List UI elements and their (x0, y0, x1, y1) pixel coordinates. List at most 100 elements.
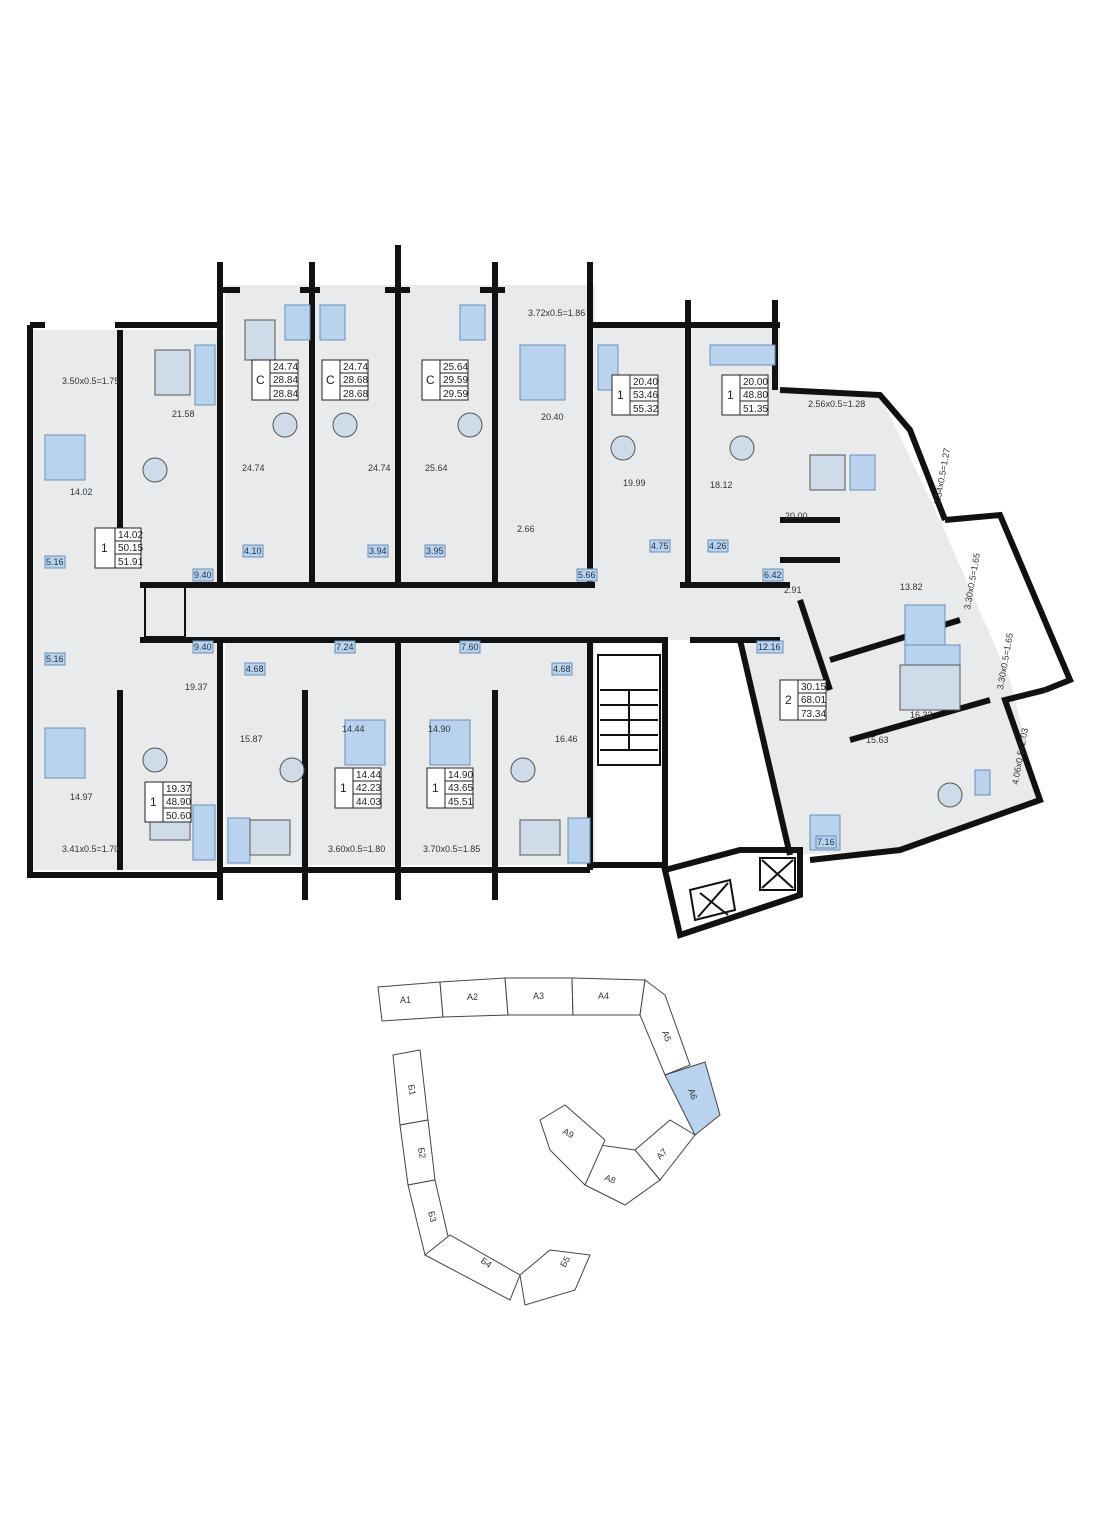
key-section-a6[interactable] (664, 1061, 721, 1136)
room-area: 15.87 (240, 734, 263, 744)
apt-living: 20.40 (633, 377, 658, 388)
balcony-area: 2.56x0.5=1.28 (808, 399, 865, 409)
key-section-a5[interactable] (639, 979, 691, 1076)
bath-area: 4.68 (553, 664, 571, 674)
apt-living: 20.00 (743, 377, 768, 388)
apt-type: 2 (785, 693, 792, 707)
hall-area: 6.42 (764, 570, 782, 580)
bath-area: 5.16 (46, 654, 64, 664)
apt-total-balcony: 29.59 (443, 389, 468, 400)
apt-total-balcony: 51.35 (743, 404, 768, 415)
room-area: 16.46 (555, 734, 578, 744)
apartment-label-a10: 1 14.90 43.65 45.51 (426, 767, 474, 809)
bath-area-labels: 4.10 3.94 3.95 4.75 4.26 5.16 5.16 4.68 … (44, 539, 837, 849)
key-label: Б2 (416, 1147, 428, 1159)
hall-area: 5.66 (578, 570, 596, 580)
apt-type: C (326, 373, 335, 387)
apartment-label-a6: 1 20.00 48.80 51.35 (721, 374, 769, 416)
bath-area: 4.75 (651, 541, 669, 551)
room-area: 16.33 (910, 710, 933, 720)
apt-total-balcony: 73.34 (801, 709, 826, 720)
key-section-a9[interactable] (539, 1104, 606, 1186)
room-area: 14.02 (70, 487, 93, 497)
bath-area: 3.95 (426, 546, 444, 556)
hall-area: 12.16 (758, 642, 781, 652)
key-label: А2 (467, 992, 478, 1002)
balcony-area: 3.50x0.5=1.75 (62, 376, 119, 386)
apt-type: 1 (432, 781, 439, 795)
apt-total-balcony: 28.84 (273, 389, 298, 400)
key-section-b5[interactable] (519, 1249, 591, 1306)
apt-living: 14.44 (356, 770, 381, 781)
room-area: 21.58 (172, 409, 195, 419)
floor-areas (30, 285, 1040, 870)
apt-total-balcony: 28.68 (343, 389, 368, 400)
apt-living: 19.37 (166, 784, 191, 795)
room-area: 24.74 (368, 463, 391, 473)
apt-type: C (256, 373, 265, 387)
apartment-label-a4: C 25.64 29.59 29.59 (421, 359, 469, 401)
apartment-label-a8: 1 19.37 48.90 50.60 (144, 781, 192, 823)
balcony-area: 3.70x0.5=1.85 (423, 844, 480, 854)
apt-living: 24.74 (273, 362, 298, 373)
apt-type: C (426, 373, 435, 387)
key-label: Б1 (406, 1084, 418, 1096)
key-label: Б5 (558, 1255, 572, 1269)
apt-total: 28.84 (273, 375, 298, 386)
apt-living: 14.02 (118, 530, 143, 541)
apt-type: 1 (150, 795, 157, 809)
room-area: 14.44 (342, 724, 365, 734)
bath-area: 5.16 (46, 557, 64, 567)
room-area: 14.90 (428, 724, 451, 734)
hall-area: 9.40 (194, 642, 212, 652)
room-area: 14.97 (70, 792, 93, 802)
hall-area: 7.60 (461, 642, 479, 652)
key-section-a8[interactable] (584, 1144, 661, 1206)
apt-living: 30.15 (801, 682, 826, 693)
apt-type: 1 (340, 781, 347, 795)
room-area: 19.37 (185, 682, 208, 692)
key-plan: А1 А2 А3 А4 А5 А6 А7 А8 А9 Б1 Б2 Б3 Б4 Б… (377, 977, 721, 1306)
bath-area: 4.68 (246, 664, 264, 674)
room-area: 15.63 (866, 735, 889, 745)
key-label: Б3 (426, 1210, 438, 1223)
apt-total: 43.65 (448, 783, 473, 794)
room-area: 20.00 (785, 511, 808, 521)
apartment-label-a7: 2 30.15 68.01 73.34 (779, 679, 827, 721)
apt-total: 50.15 (118, 543, 143, 554)
balcony-area: 3.41x0.5=1.70 (62, 844, 119, 854)
bath-area: 7.16 (817, 837, 835, 847)
key-label: А6 (686, 1087, 699, 1101)
apartment-label-a3: C 24.74 28.68 28.68 (321, 359, 369, 401)
bath-area: 4.26 (709, 541, 727, 551)
hall-area: 9.40 (194, 570, 212, 580)
apt-type: 1 (101, 541, 108, 555)
key-label: А9 (561, 1126, 576, 1140)
apt-total-balcony: 45.51 (448, 797, 473, 808)
apt-living: 25.64 (443, 362, 468, 373)
apt-total: 29.59 (443, 375, 468, 386)
key-section-b4[interactable] (424, 1234, 521, 1301)
bath-area: 3.94 (369, 546, 387, 556)
apartment-label-a1: 1 14.02 50.15 51.91 (94, 527, 143, 569)
room-area: 2.66 (517, 524, 535, 534)
apt-total: 48.90 (166, 797, 191, 808)
apt-type: 1 (617, 388, 624, 402)
room-area: 25.64 (425, 463, 448, 473)
room-area: 19.99 (623, 478, 646, 488)
room-area: 13.82 (900, 582, 923, 592)
apt-total: 42.23 (356, 783, 381, 794)
bath-area: 4.10 (244, 546, 262, 556)
room-area: 20.40 (541, 412, 564, 422)
room-area: 18.12 (710, 480, 733, 490)
apt-living: 14.90 (448, 770, 473, 781)
walls (27, 245, 1074, 939)
balcony-area: 2.54x0.5=1.27 (932, 447, 952, 505)
apt-total: 48.80 (743, 390, 768, 401)
apt-total: 28.68 (343, 375, 368, 386)
apt-type: 1 (727, 388, 734, 402)
hall-area: 7.24 (336, 642, 354, 652)
room-area: 24.74 (242, 463, 265, 473)
balcony-area: 3.60x0.5=1.80 (328, 844, 385, 854)
